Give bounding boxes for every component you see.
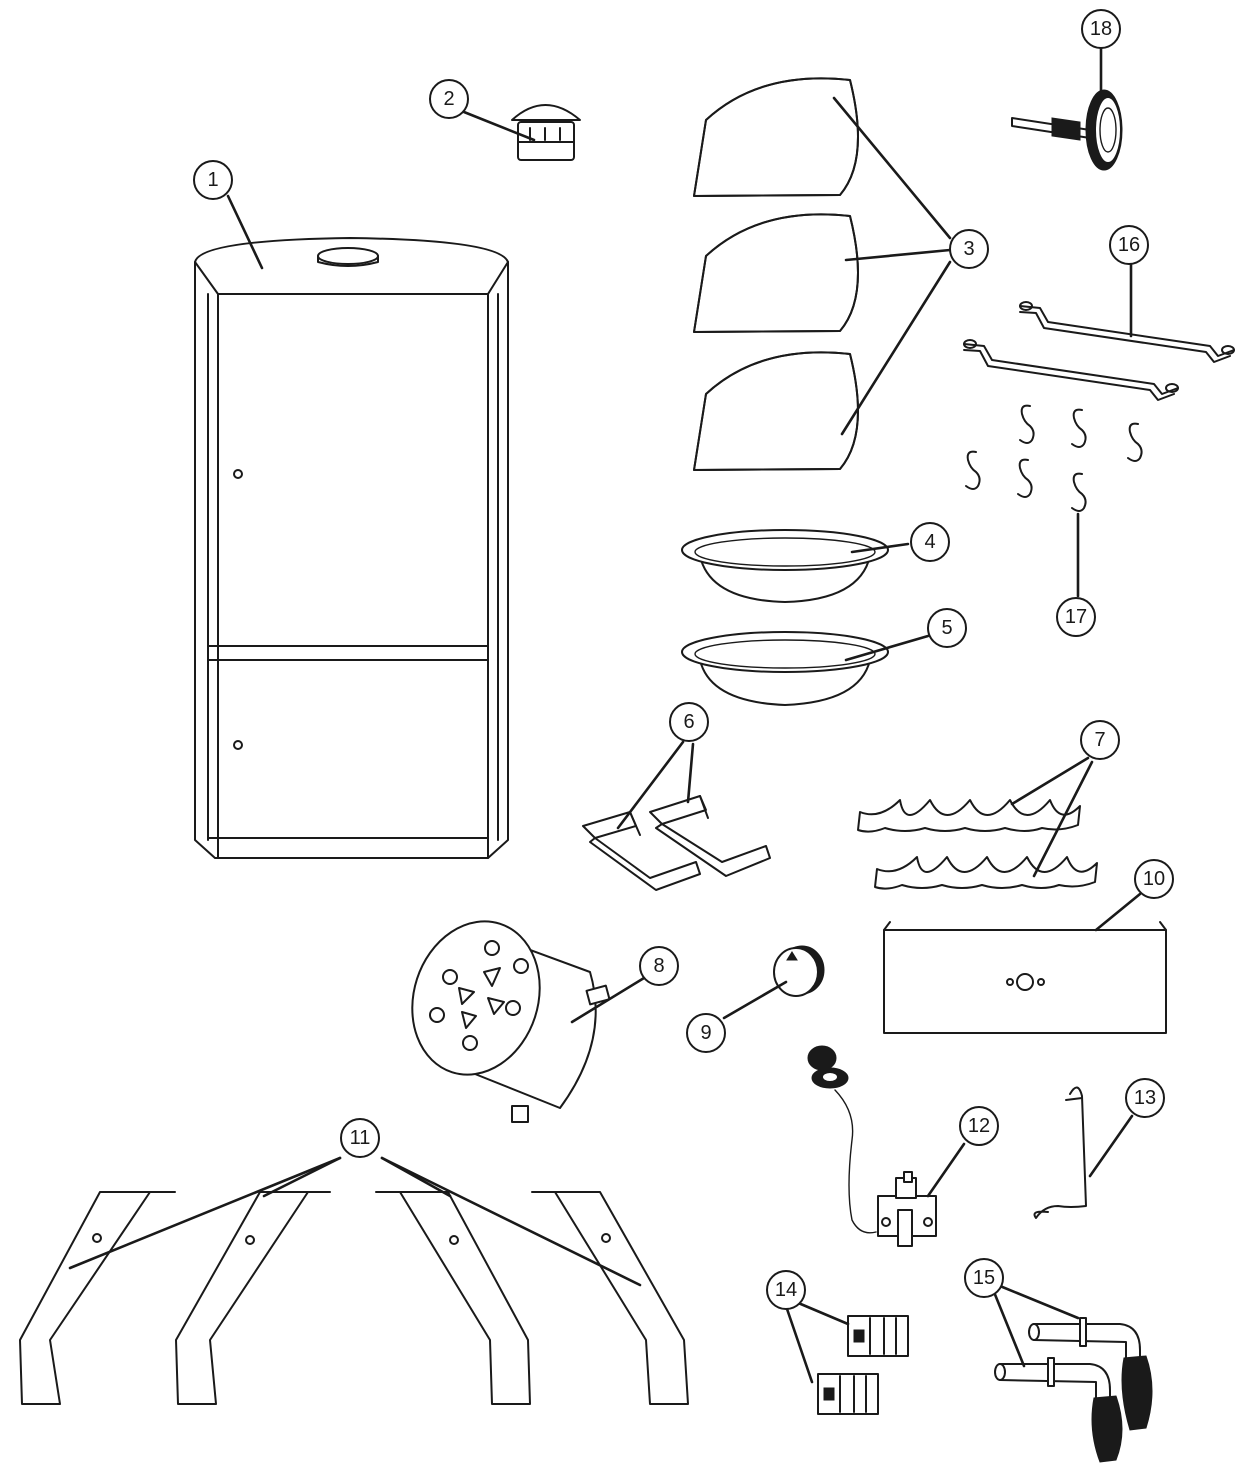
part-12-igniter [807,1045,937,1247]
part-1-cabinet [194,237,509,859]
part-7-rib-racks [857,799,1098,890]
svg-text:2: 2 [443,88,454,110]
callout-2: 2 [429,79,469,119]
part-18-thermometer [1011,89,1123,171]
svg-text:9: 9 [700,1022,711,1044]
leader-lines [68,44,1142,1384]
svg-text:13: 13 [1134,1087,1156,1109]
part-15-handles [994,1317,1153,1463]
callout-8: 8 [639,946,679,986]
callout-12: 12 [959,1106,999,1146]
svg-text:7: 7 [1094,729,1105,751]
callout-18: 18 [1081,9,1121,49]
callout-16: 16 [1109,225,1149,265]
callout-7: 7 [1080,720,1120,760]
callout-9: 9 [686,1013,726,1053]
callout-10: 10 [1134,859,1174,899]
part-13-hook [1033,1086,1087,1219]
svg-text:10: 10 [1143,868,1165,890]
svg-text:14: 14 [775,1279,797,1301]
svg-text:3: 3 [963,238,974,260]
svg-text:16: 16 [1118,234,1140,256]
part-11-legs [19,1191,689,1405]
part-6-pan-brackets [582,795,771,891]
svg-text:5: 5 [941,617,952,639]
callout-3: 3 [949,229,989,269]
callout-1: 1 [193,160,233,200]
svg-text:1: 1 [207,169,218,191]
callout-15: 15 [964,1258,1004,1298]
part-2-chimney-cap [511,104,581,161]
svg-text:6: 6 [683,711,694,733]
svg-text:18: 18 [1090,18,1112,40]
part-14-latches [817,1315,909,1415]
part-3-cooking-grates [693,77,859,471]
part-17-s-hooks [965,404,1143,512]
part-16-hanger-rods [963,301,1235,401]
callout-17: 17 [1056,597,1096,637]
callout-11: 11 [340,1118,380,1158]
svg-text:12: 12 [968,1115,990,1137]
part-8-wood-chip-box [411,920,611,1123]
callout-6: 6 [669,702,709,742]
callout-4: 4 [910,522,950,562]
callout-13: 13 [1125,1078,1165,1118]
part-9-control-knob [773,945,825,997]
callout-5: 5 [927,608,967,648]
callout-14: 14 [766,1270,806,1310]
svg-text:15: 15 [973,1267,995,1289]
svg-text:17: 17 [1065,606,1087,628]
svg-text:11: 11 [350,1127,371,1149]
svg-text:4: 4 [924,531,935,553]
part-5-wood-chip-pan [681,631,889,706]
part-4-water-pan [681,529,889,603]
part-10-drip-tray [883,921,1167,1034]
svg-text:8: 8 [653,955,664,977]
